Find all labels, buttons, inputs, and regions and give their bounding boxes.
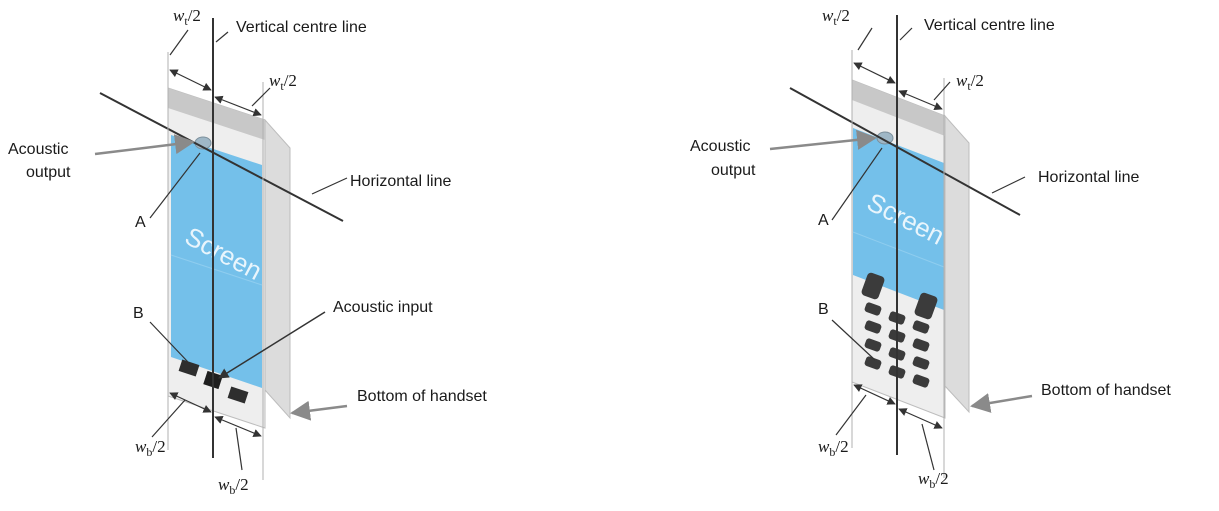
left-wt-label-top: wt/2 bbox=[173, 6, 201, 28]
left-wt-label-right: wt/2 bbox=[269, 71, 297, 93]
left-labels: wt/2 Vertical centre line wt/2 Acoustic … bbox=[8, 6, 487, 497]
right-wb-label-bottom: wb/2 bbox=[918, 469, 949, 491]
right-wt-arrow-1 bbox=[853, 62, 896, 84]
right-wt-arrow-2 bbox=[898, 90, 943, 110]
left-wb-label-left: wb/2 bbox=[135, 437, 166, 459]
right-acoustic-output-label-2: output bbox=[711, 162, 756, 179]
left-construction-lines bbox=[99, 18, 348, 480]
right-wb-arrow-2 bbox=[898, 408, 943, 429]
left-wb-arrow-1 bbox=[169, 392, 212, 413]
left-wt-arrow-1 bbox=[169, 69, 212, 91]
right-horizontal-line bbox=[789, 87, 1021, 216]
left-point-b-label: B bbox=[133, 305, 144, 322]
left-acoustic-output-arrow bbox=[94, 134, 195, 156]
left-horizontal-line bbox=[99, 92, 344, 222]
right-screen bbox=[853, 128, 944, 310]
left-key-right bbox=[227, 386, 249, 404]
right-acoustic-output-arrow bbox=[769, 129, 877, 151]
right-wb-label-left: wb/2 bbox=[818, 437, 849, 459]
right-construction-lines bbox=[789, 15, 1026, 478]
right-labels: wt/2 Vertical centre line wt/2 Acoustic … bbox=[690, 6, 1171, 491]
left-wt-arrow-2 bbox=[214, 95, 262, 117]
left-acoustic-output-label-2: output bbox=[26, 164, 71, 181]
right-point-b-label: B bbox=[818, 301, 829, 318]
right-wb-arrow-1 bbox=[853, 384, 896, 405]
right-acoustic-output-label-1: Acoustic bbox=[690, 138, 750, 155]
left-key-left bbox=[178, 359, 200, 377]
left-wb-arrow-2 bbox=[214, 416, 262, 437]
right-wt-label-top: wt/2 bbox=[822, 6, 850, 28]
left-vertical-centre-line-label: Vertical centre line bbox=[236, 19, 367, 36]
right-acoustic-output-hole bbox=[876, 131, 894, 145]
right-handset-side bbox=[944, 114, 970, 414]
left-horizontal-line-label: Horizontal line bbox=[350, 173, 451, 190]
right-wt-label-right: wt/2 bbox=[956, 71, 984, 93]
right-handset: Screen bbox=[851, 79, 970, 419]
right-vertical-centre-line-label: Vertical centre line bbox=[924, 17, 1055, 34]
left-handset-side bbox=[264, 118, 291, 420]
right-bottom-of-handset-label: Bottom of handset bbox=[1041, 382, 1171, 399]
left-acoustic-output-label-1: Acoustic bbox=[8, 141, 68, 158]
left-point-a-label: A bbox=[135, 214, 146, 231]
right-bottom-of-handset-arrow bbox=[970, 393, 1033, 413]
left-bottom-of-handset-arrow bbox=[290, 400, 348, 421]
left-screen bbox=[171, 135, 262, 388]
left-acoustic-input-label: Acoustic input bbox=[333, 299, 433, 316]
right-keypad bbox=[861, 272, 938, 388]
left-bottom-of-handset-label: Bottom of handset bbox=[357, 388, 487, 405]
left-acoustic-input-arrow bbox=[218, 311, 326, 379]
left-wb-label-bottom: wb/2 bbox=[218, 475, 249, 497]
right-point-a-label: A bbox=[818, 212, 829, 229]
right-horizontal-line-label: Horizontal line bbox=[1038, 169, 1139, 186]
